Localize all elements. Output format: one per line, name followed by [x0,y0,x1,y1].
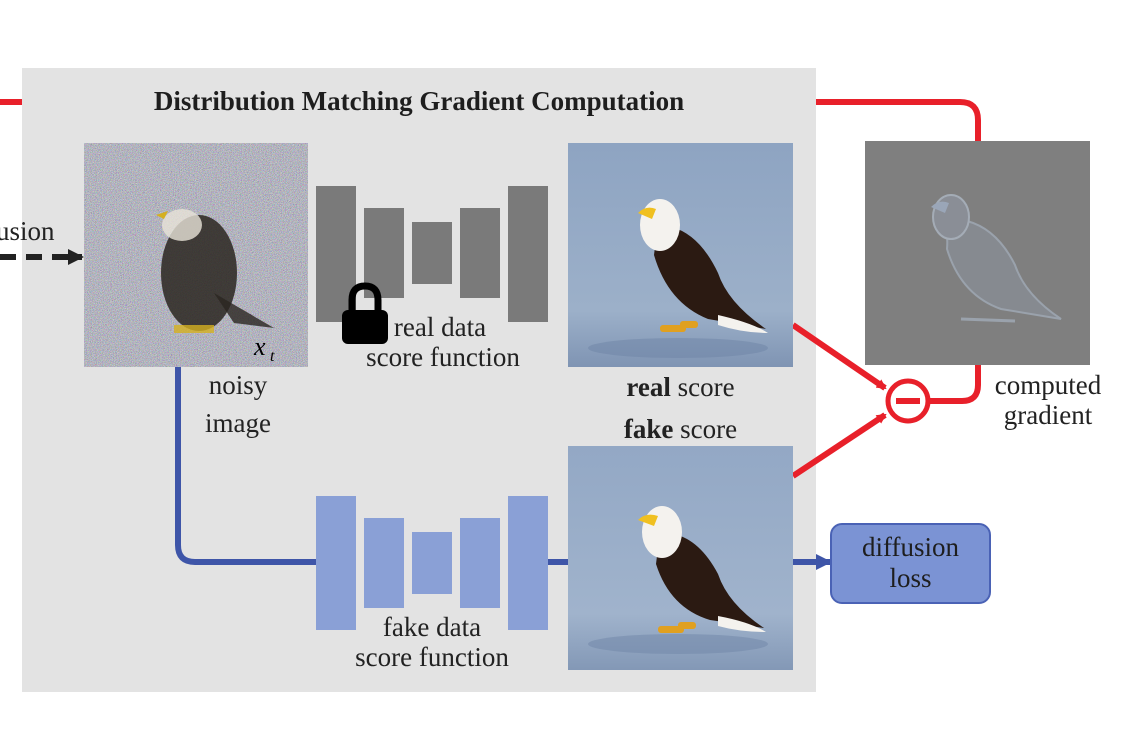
red-wire-top-right [816,99,981,141]
real-score-image [568,143,793,367]
real-score-network [316,186,548,322]
fake-score-bold: fake [623,414,674,444]
real-network-label-line1: real data [393,312,487,342]
fake-score-network [316,496,548,630]
xt-symbol: x [253,332,266,361]
forward-diffusion-label: usion [0,216,55,246]
panel-title: Distribution Matching Gradient Computati… [153,86,685,116]
noisy-label-line1: noisy [208,370,268,400]
diffusion-loss-line1: diffusion [861,532,959,562]
blue-wire-noisy [175,367,316,565]
xt-subscript: t [270,348,275,365]
real-score-bold: real [626,372,671,402]
fake-score-image [568,446,793,670]
noisy-label-line2: image [205,408,271,438]
real-score-rest: score [670,372,735,402]
diffusion-loss-box [830,523,991,604]
fake-network-label-line1: fake data [382,612,482,642]
diffusion-loss-text: diffusion loss [830,532,991,594]
noisy-image: x t [84,143,308,367]
real-score-label: real score [568,372,793,403]
red-wire-minus-out [930,365,981,404]
real-network-label-line2: score function [366,342,520,372]
gradient-label-line2: gradient [1003,400,1093,430]
fake-score-rest: score [673,414,738,444]
fake-score-label: fake score [568,414,793,445]
diffusion-loss-line2: loss [889,563,932,593]
gradient-label-line1: computed [994,370,1102,400]
lock-icon [342,282,388,344]
computed-gradient-image [865,141,1090,365]
red-arrow-real [791,322,887,391]
red-arrow-fake [791,412,887,479]
fake-network-label-line2: score function [355,642,509,672]
